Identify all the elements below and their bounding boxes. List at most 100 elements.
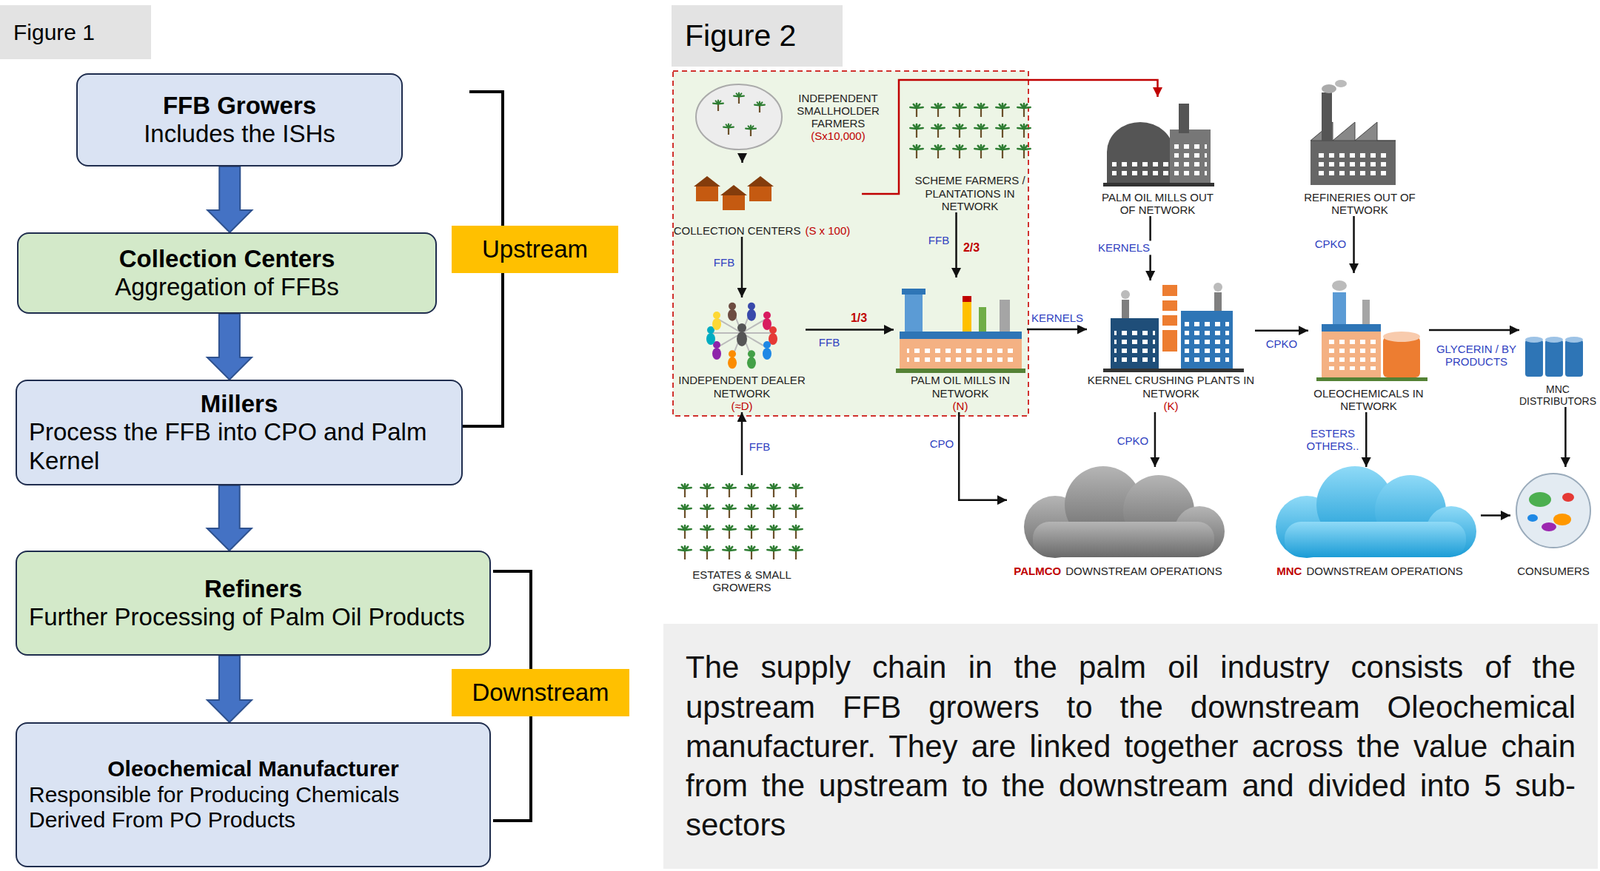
- node-text: Includes the ISHs: [89, 119, 390, 149]
- palm-trees: [916, 148, 924, 150]
- actor-icon: MNC DISTRIBUTORS: [1519, 325, 1597, 408]
- dealer-network-icon: [728, 350, 736, 358]
- palm-trees: [751, 508, 759, 510]
- palm-trees: [759, 104, 765, 107]
- stage-tag: Downstream: [451, 669, 630, 717]
- palm-trees: [772, 550, 775, 560]
- palm-trees: [773, 529, 781, 531]
- palm-trees: [772, 530, 775, 540]
- mill-icon: [895, 368, 1026, 374]
- flow-arrow: [805, 328, 894, 331]
- node-title: The supply chain in the palm oil industr…: [685, 647, 1576, 846]
- edge-label: KERNELS: [1029, 310, 1086, 326]
- palm-trees: [1023, 128, 1025, 138]
- palm-trees: [751, 550, 759, 551]
- oleochemical-plant-icon: [1316, 280, 1428, 382]
- actor-icon: INDEPENDENT DEALER NETWORK(≈D): [678, 297, 806, 413]
- process-box: Collection CentersAggregation of FFBs: [17, 232, 437, 314]
- flow-arrow: [1254, 329, 1309, 332]
- network-region: [673, 71, 1029, 417]
- node-text: (K): [1163, 399, 1179, 413]
- palm-trees: [728, 126, 734, 129]
- node-text: Responsible for Producing Chemicals Deri…: [28, 782, 478, 835]
- flow-arrow: [955, 212, 958, 278]
- flow-arrow: [741, 154, 744, 163]
- palm-trees: [750, 530, 753, 540]
- dealer-network-icon: [747, 356, 756, 369]
- palm-trees: [707, 508, 714, 510]
- node-title: PALM OIL MILLS IN NETWORK: [893, 373, 1027, 400]
- edge-label: KERNELS: [1095, 240, 1153, 255]
- cloud-shape: [1284, 521, 1466, 558]
- dealer-network-icon: [712, 347, 722, 360]
- mill-icon: [899, 331, 1022, 340]
- dealer-network-icon: [712, 318, 722, 331]
- node-text: (N): [952, 399, 969, 413]
- palm-trees: [958, 149, 961, 159]
- node-title: Figure 2: [684, 18, 796, 54]
- oleochemical-plant-icon: [1383, 336, 1421, 378]
- node-title: Collection Centers: [30, 245, 424, 274]
- edge-label: FFB: [711, 255, 737, 270]
- palm-trees: [795, 488, 797, 498]
- kernel-plant-icon: [1162, 296, 1178, 301]
- edge-label: CPO: [927, 436, 957, 451]
- palm-trees: [728, 550, 731, 560]
- palm-trees: [717, 103, 719, 112]
- kernel-plant-icon: [1213, 282, 1223, 292]
- process-box: RefinersFurther Processing of Palm Oil P…: [15, 550, 491, 656]
- palm-trees: [1023, 128, 1031, 129]
- mill-out-icon: [1103, 182, 1215, 187]
- kernel-plant-icon: [1180, 310, 1233, 371]
- oleochemical-plant-icon: [1332, 292, 1347, 326]
- actor-icon: SCHEME FARMERS / PLANTATIONS IN NETWORK: [907, 94, 1033, 213]
- oleochemical-plant-icon: [1321, 329, 1381, 378]
- figure-tag: Figure 1: [0, 5, 152, 60]
- kernel-plant-icon: [1214, 292, 1222, 311]
- process-box: FFB GrowersIncludes the ISHs: [76, 73, 403, 167]
- actor-icon: KERNEL CRUSHING PLANTS IN NETWORK(K): [1086, 280, 1255, 413]
- oleochemical-plant-icon: [1321, 324, 1381, 332]
- mill-out-icon: [1112, 159, 1170, 180]
- block-arrow: [207, 313, 252, 380]
- kernel-plant-icon: [1120, 290, 1130, 300]
- collection-huts: [747, 176, 774, 187]
- kernel-plant-icon: [1162, 285, 1178, 352]
- edge-label: 1/3: [848, 310, 870, 326]
- palm-trees: [916, 128, 924, 129]
- globe-icon: [1527, 514, 1538, 522]
- palm-trees: [684, 487, 692, 489]
- refinery-icon: [1316, 151, 1391, 180]
- node-title: Millers: [28, 390, 450, 419]
- edge-label: GLYCERIN / BY PRODUCTS: [1430, 342, 1523, 370]
- node-text: Further Processing of Palm Oil Products: [28, 603, 478, 632]
- palm-trees: [738, 96, 740, 104]
- palm-trees: [750, 128, 756, 131]
- palm-trees: [706, 488, 708, 498]
- palm-trees: [1001, 128, 1004, 138]
- node-title: KERNEL CRUSHING PLANTS IN NETWORK: [1086, 373, 1255, 400]
- node-title: INDEPENDENT DEALER NETWORK: [678, 373, 806, 400]
- drum-icon: [1525, 336, 1543, 343]
- palm-trees: [937, 108, 939, 117]
- palm-trees: [980, 149, 982, 159]
- globe-icon: [1562, 493, 1575, 502]
- globe-icon: [1516, 473, 1591, 548]
- network-region: [673, 71, 1029, 417]
- dealer-network-icon: [741, 332, 773, 334]
- palm-trees: [773, 508, 781, 510]
- mill-out-icon: [1178, 103, 1190, 134]
- flow-label: FFB: [816, 335, 842, 350]
- palm-trees: [1023, 149, 1025, 159]
- mill-icon: [999, 299, 1010, 337]
- dealer-network-icon: [728, 302, 736, 311]
- node-title: REFINERIES OUT OF NETWORK: [1300, 191, 1419, 217]
- palm-trees: [1001, 149, 1004, 159]
- palm-trees: [684, 550, 686, 560]
- globe-icon: [1516, 473, 1591, 548]
- actor-icon: COLLECTION CENTERS(S x 100): [661, 162, 862, 237]
- dealer-network-icon: [706, 333, 716, 346]
- palm-trees: [684, 529, 692, 531]
- dealer-network-icon: [747, 309, 756, 322]
